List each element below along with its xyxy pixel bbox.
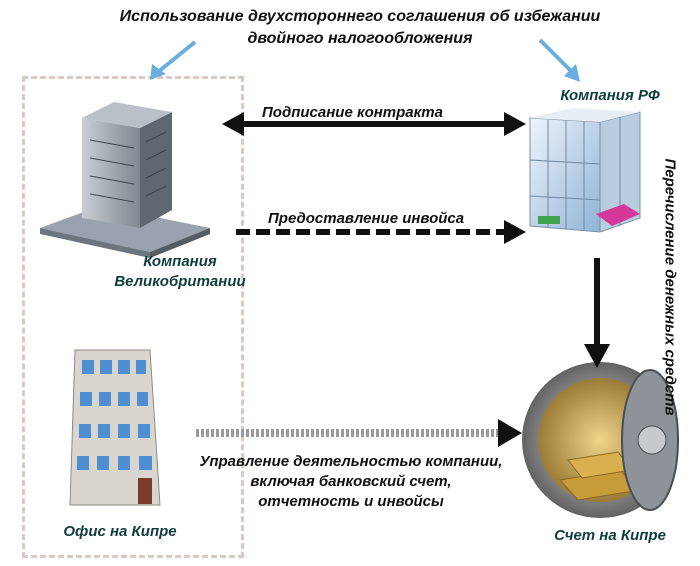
uk-company-line-2: Великобритании — [114, 273, 246, 290]
apartment-building-icon — [69, 349, 161, 506]
contract-arrow — [222, 112, 526, 136]
pointer-arrow-left — [150, 40, 197, 80]
management-arrow — [196, 419, 522, 447]
pointer-arrow-right — [538, 38, 580, 82]
transfer-arrow — [584, 258, 610, 368]
glass-building-icon — [529, 108, 641, 233]
uk-company-label: Компания Великобритании — [110, 252, 250, 292]
contract-arrow-label: Подписание контракта — [262, 104, 443, 121]
uk-group-frame — [22, 76, 244, 558]
management-line-3: отчетность и инвойсы — [258, 493, 444, 510]
title-line-1: Использование двухстороннего соглашения … — [119, 8, 601, 25]
bank-vault-icon — [522, 362, 679, 518]
ru-company-label: Компания РФ — [560, 87, 660, 104]
cyprus-office-label: Офис на Кипре — [63, 523, 177, 540]
invoice-arrow-label: Предоставление инвойса — [268, 210, 465, 227]
uk-company-line-1: Компания — [143, 253, 217, 270]
management-line-2: включая банковский счет, — [250, 473, 452, 490]
management-line-1: Управление деятельностью компании, — [199, 453, 503, 470]
invoice-arrow — [236, 220, 526, 244]
office-building-icon — [40, 102, 210, 258]
transfer-arrow-label: Перечисление денежных средств — [661, 158, 679, 416]
cyprus-account-label: Счет на Кипре — [554, 527, 666, 544]
title-line-2: двойного налогообложения — [247, 30, 473, 47]
management-arrow-label: Управление деятельностью компании, включ… — [196, 452, 506, 512]
diagram-title: Использование двухстороннего соглашения … — [60, 6, 660, 50]
